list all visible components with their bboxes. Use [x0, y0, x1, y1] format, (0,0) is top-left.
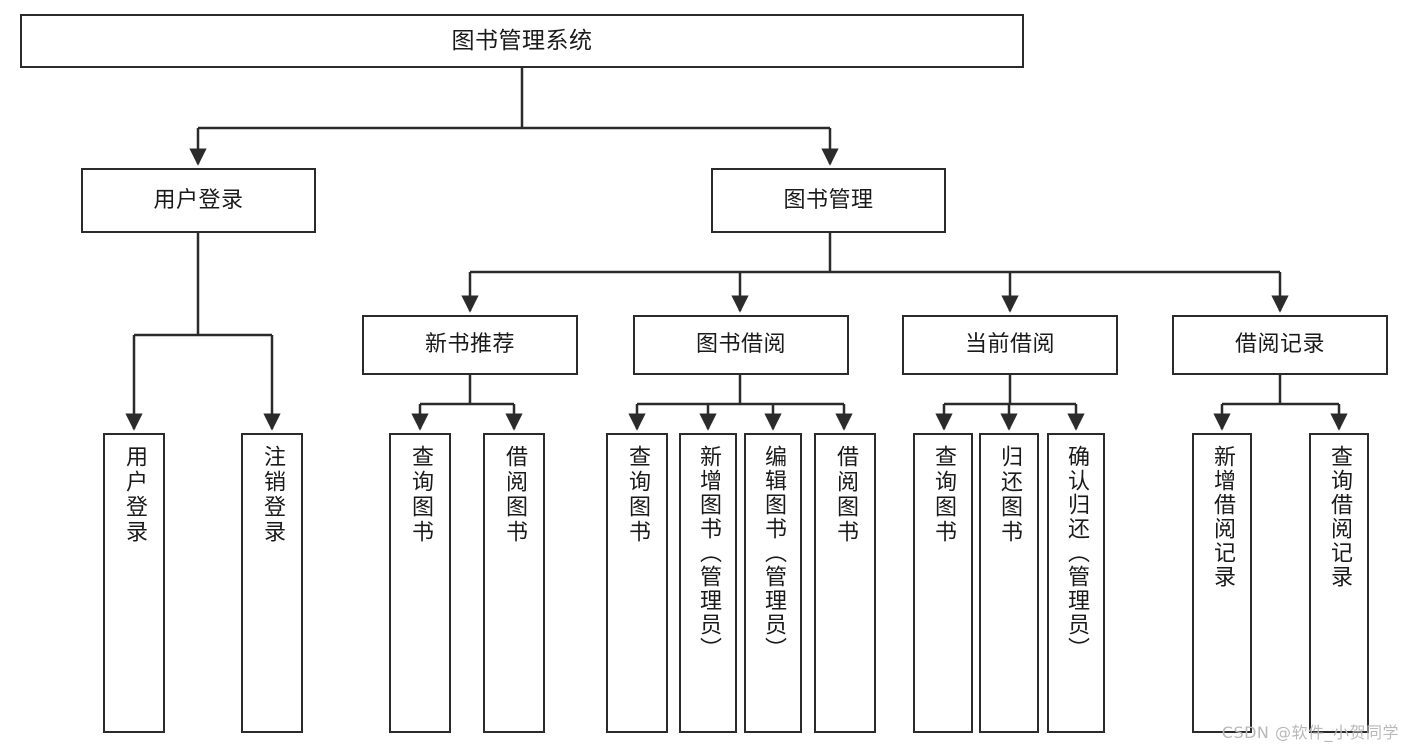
node-label: 归还图书 — [997, 445, 1022, 545]
node-label: 新增图书（管理员） — [696, 445, 721, 661]
node-leaf-add-book-admin[interactable]: 新增图书（管理员） — [679, 433, 737, 733]
node-leaf-borrow-book-new[interactable]: 借阅图书 — [483, 433, 545, 733]
node-leaf-query-borrow-record[interactable]: 查询借阅记录 — [1309, 433, 1369, 733]
node-leaf-logout[interactable]: 注销登录 — [241, 433, 303, 733]
node-leaf-add-borrow-record[interactable]: 新增借阅记录 — [1192, 433, 1252, 733]
node-label: 用户登录 — [153, 187, 244, 213]
node-label: 图书管理 — [783, 187, 874, 213]
node-label: 查询图书 — [408, 445, 433, 545]
node-leaf-confirm-return-admin[interactable]: 确认归还（管理员） — [1047, 433, 1105, 733]
node-label: 编辑图书（管理员） — [761, 445, 786, 661]
node-current-borrowing[interactable]: 当前借阅 — [902, 315, 1118, 375]
node-label: 查询借阅记录 — [1327, 445, 1352, 589]
node-label: 图书管理系统 — [451, 27, 593, 54]
node-label: 用户登录 — [122, 445, 147, 545]
node-leaf-user-login[interactable]: 用户登录 — [103, 433, 165, 733]
node-label: 查询图书 — [931, 445, 956, 545]
node-book-management[interactable]: 图书管理 — [711, 168, 946, 233]
node-book-borrowing[interactable]: 图书借阅 — [633, 315, 849, 375]
node-label: 借阅记录 — [1234, 332, 1325, 358]
node-label: 借阅图书 — [502, 445, 527, 545]
node-label: 确认归还（管理员） — [1064, 445, 1089, 661]
node-label: 借阅图书 — [833, 445, 858, 545]
node-leaf-borrow-book[interactable]: 借阅图书 — [814, 433, 876, 733]
node-leaf-query-book-current[interactable]: 查询图书 — [913, 433, 973, 733]
node-leaf-edit-book-admin[interactable]: 编辑图书（管理员） — [744, 433, 802, 733]
node-leaf-query-book-new[interactable]: 查询图书 — [389, 433, 451, 733]
node-leaf-return-book[interactable]: 归还图书 — [979, 433, 1039, 733]
node-label: 当前借阅 — [964, 332, 1055, 358]
node-label: 图书借阅 — [695, 332, 786, 358]
node-borrowing-record[interactable]: 借阅记录 — [1172, 315, 1388, 375]
node-label: 新增借阅记录 — [1210, 445, 1235, 589]
node-new-book-recommendation[interactable]: 新书推荐 — [362, 315, 578, 375]
node-label: 查询图书 — [625, 445, 650, 545]
node-root-book-management-system[interactable]: 图书管理系统 — [20, 14, 1024, 68]
node-label: 新书推荐 — [424, 332, 515, 358]
node-label: 注销登录 — [260, 445, 285, 545]
node-leaf-query-book-borrow[interactable]: 查询图书 — [606, 433, 668, 733]
node-user-login[interactable]: 用户登录 — [81, 168, 316, 233]
